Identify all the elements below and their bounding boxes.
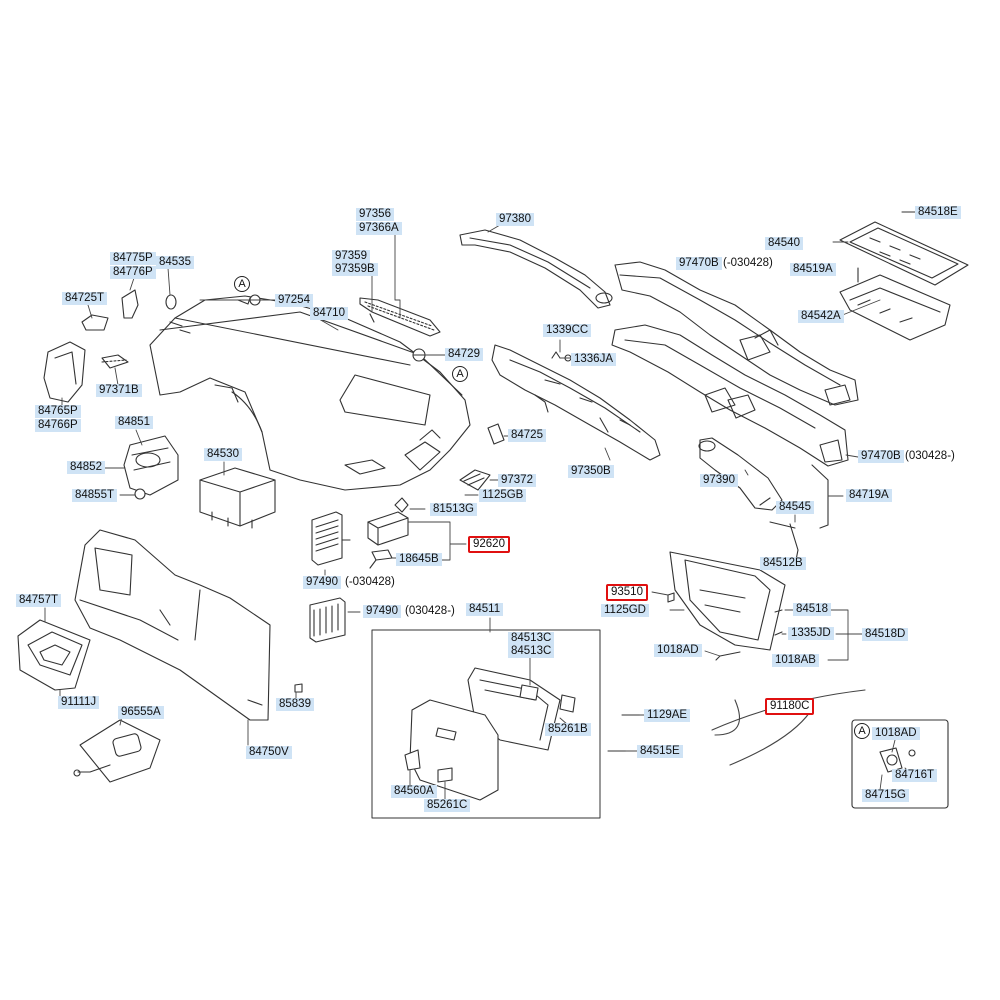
- label-97490-b: 97490: [363, 605, 401, 618]
- glove-box-frame-drawing: [669, 551, 786, 651]
- center-duct-drawing: [614, 261, 859, 406]
- label-84710: 84710: [310, 307, 348, 320]
- label-85261b: 85261B: [545, 723, 591, 736]
- label-84542a: 84542A: [798, 310, 844, 323]
- label-1018ad-a: 1018AD: [654, 644, 702, 657]
- label-84560a: 84560A: [391, 785, 437, 798]
- label-85839: 85839: [276, 698, 314, 711]
- note-97470b-a: (-030428): [723, 257, 773, 269]
- pocket-84757t-drawing: [17, 619, 91, 691]
- label-96555a: 96555A: [118, 706, 164, 719]
- airbag-module-84530-drawing: [199, 467, 276, 529]
- bracket-plate-84540-drawing: [839, 221, 969, 286]
- label-84725t: 84725T: [62, 292, 108, 305]
- label-85261c: 85261C: [424, 799, 471, 812]
- lower-panel-84750v-drawing: [74, 529, 271, 721]
- bracket-84775p-drawing: [121, 289, 139, 319]
- note-97470b-b: (030428-): [905, 450, 955, 462]
- cover-84542a-drawing: [839, 274, 951, 341]
- label-97380: 97380: [496, 213, 534, 226]
- label-1339cc: 1339CC: [543, 324, 592, 337]
- label-93510: 93510: [606, 584, 648, 601]
- duct-97390-drawing: [698, 437, 783, 511]
- label-84518: 84518: [793, 603, 831, 616]
- lower-duct-drawing: [611, 324, 849, 467]
- label-97470b-b: 97470B: [858, 450, 904, 463]
- label-84518d: 84518D: [862, 628, 909, 641]
- label-1018ad-b: 1018AD: [872, 727, 920, 740]
- sensor-96555a-drawing: [73, 719, 161, 783]
- bracket-97350b-drawing: [491, 344, 661, 461]
- side-vent-97490-a-drawing: [311, 511, 351, 566]
- label-1125gd: 1125GD: [601, 604, 649, 617]
- label-97359: 97359: [332, 250, 370, 263]
- label-84775p: 84775P: [110, 252, 156, 265]
- side-vent-97490-b-drawing: [309, 597, 346, 643]
- label-91180c: 91180C: [765, 698, 815, 715]
- note-97490-b: (030428-): [405, 605, 455, 617]
- label-84715g: 84715G: [862, 789, 909, 802]
- label-97356: 97356: [356, 208, 394, 221]
- module-92620-drawing: [367, 511, 409, 546]
- label-84851: 84851: [115, 416, 153, 429]
- label-97366a: 97366A: [356, 222, 402, 235]
- label-84750v: 84750V: [246, 746, 292, 759]
- label-84535: 84535: [156, 256, 194, 269]
- label-18645b: 18645B: [396, 553, 442, 566]
- switch-84851-drawing: [123, 435, 179, 496]
- label-84766p: 84766P: [35, 419, 81, 432]
- side-cover-84765p-drawing: [43, 341, 86, 403]
- label-84725: 84725: [508, 429, 546, 442]
- label-97372: 97372: [498, 474, 536, 487]
- label-84729: 84729: [445, 348, 483, 361]
- label-84757t: 84757T: [16, 594, 62, 607]
- label-84765p: 84765P: [35, 405, 81, 418]
- marker-a-1: A: [234, 276, 250, 292]
- label-84515e: 84515E: [637, 745, 683, 758]
- label-84716t: 84716T: [892, 769, 938, 782]
- label-97359b: 97359B: [332, 263, 378, 276]
- marker-a-3: A: [854, 723, 870, 739]
- label-91111j: 91111J: [58, 696, 100, 709]
- label-84511: 84511: [466, 603, 504, 616]
- label-81513g: 81513G: [430, 503, 477, 516]
- duct-97380-drawing: [459, 229, 613, 309]
- label-84513c-a: 84513C: [508, 632, 555, 645]
- label-84852: 84852: [67, 461, 105, 474]
- crash-pad-drawing: [149, 295, 471, 491]
- label-97470b-a: 97470B: [676, 257, 722, 270]
- note-97490-a: (-030428): [345, 576, 395, 588]
- label-1129ae: 1129AE: [644, 709, 691, 722]
- label-84513c-b: 84513C: [508, 645, 555, 658]
- label-84545: 84545: [776, 501, 814, 514]
- label-1018ab: 1018AB: [772, 654, 819, 667]
- label-84719a: 84719A: [846, 489, 892, 502]
- label-84530: 84530: [204, 448, 242, 461]
- label-92620: 92620: [468, 536, 510, 553]
- label-84540: 84540: [765, 237, 803, 250]
- label-84518e: 84518E: [915, 206, 961, 219]
- label-84519a: 84519A: [790, 263, 836, 276]
- label-84855t: 84855T: [72, 489, 118, 502]
- label-1335jd: 1335JD: [788, 627, 834, 640]
- label-97490-a: 97490: [303, 576, 341, 589]
- label-1125gb: 1125GB: [479, 489, 527, 502]
- label-97390: 97390: [700, 474, 738, 487]
- label-84512b: 84512B: [760, 557, 806, 570]
- label-1336ja: 1336JA: [571, 353, 617, 366]
- label-97254: 97254: [275, 294, 313, 307]
- label-97371b: 97371B: [96, 384, 142, 397]
- label-97350b: 97350B: [568, 465, 614, 478]
- label-84776p: 84776P: [110, 266, 156, 279]
- marker-a-2: A: [452, 366, 468, 382]
